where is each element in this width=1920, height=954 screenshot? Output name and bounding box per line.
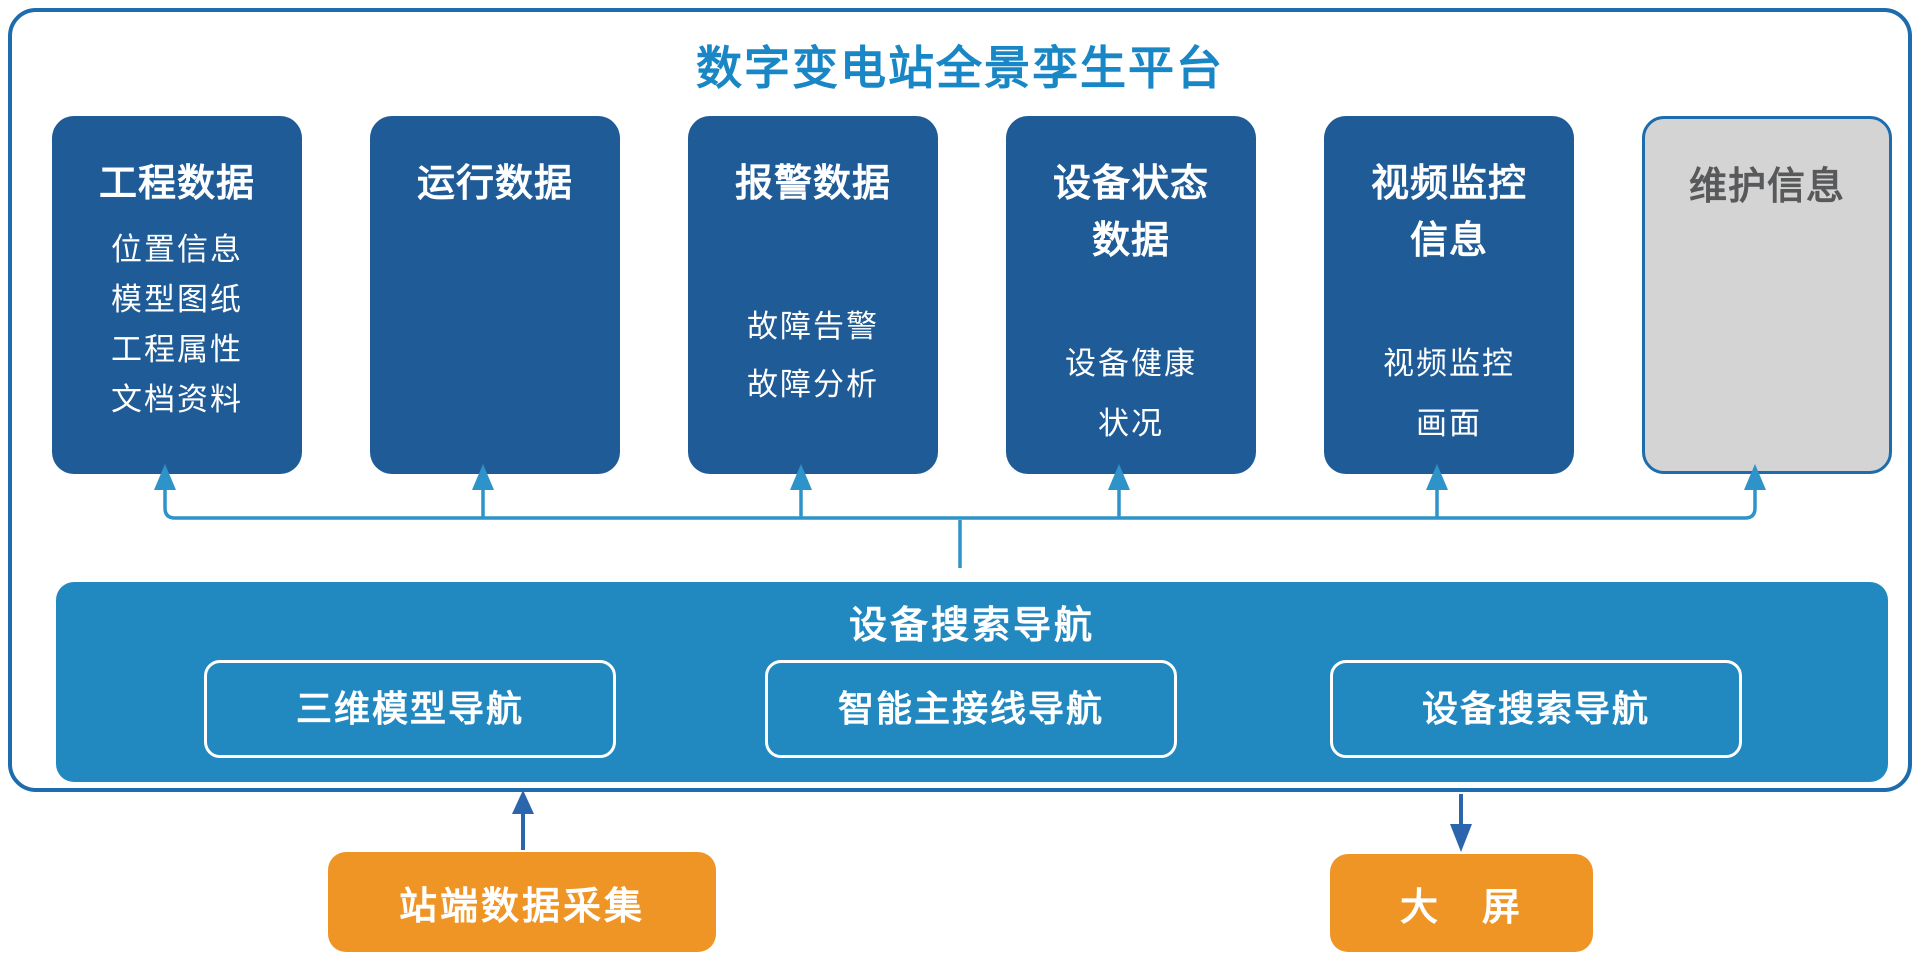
card-items: 位置信息 模型图纸 工程属性 文档资料 xyxy=(111,232,243,417)
platform-title: 数字变电站全景孪生平台 xyxy=(696,42,1224,94)
card-title: 设备状态 数据 xyxy=(1052,163,1209,262)
node-station-data-collection: 站端数据采集 xyxy=(328,852,716,952)
card-title: 运行数据 xyxy=(416,163,573,205)
nav-button-main-wiring: 智能主接线导航 xyxy=(765,660,1177,758)
node-big-screen: 大 屏 xyxy=(1330,854,1593,952)
nav-button-device-search: 设备搜索导航 xyxy=(1330,660,1742,758)
card-device-status-data: 设备状态 数据 设备健康 状况 xyxy=(1006,116,1256,474)
card-video-monitor-info: 视频监控 信息 视频监控 画面 xyxy=(1324,116,1574,474)
up-arrow xyxy=(512,790,534,850)
card-maintenance-info: 维护信息 xyxy=(1642,116,1892,474)
card-operation-data: 运行数据 xyxy=(370,116,620,474)
card-engineering-data: 工程数据 位置信息 模型图纸 工程属性 文档资料 xyxy=(52,116,302,474)
card-title: 报警数据 xyxy=(734,163,891,205)
down-arrow xyxy=(1450,794,1472,852)
card-title: 工程数据 xyxy=(98,163,255,205)
card-items: 设备健康 状况 xyxy=(1065,346,1197,441)
card-title: 维护信息 xyxy=(1688,166,1845,208)
card-items: 故障告警 故障分析 xyxy=(747,309,879,402)
card-alarm-data: 报警数据 故障告警 故障分析 xyxy=(688,116,938,474)
card-items: 视频监控 画面 xyxy=(1383,346,1515,441)
nav-button-3d-model: 三维模型导航 xyxy=(204,660,616,758)
device-search-nav-bar: 设备搜索导航 三维模型导航 智能主接线导航 设备搜索导航 xyxy=(56,582,1888,782)
nav-bar-title: 设备搜索导航 xyxy=(848,605,1095,647)
platform-container: 数字变电站全景孪生平台 工程数据 位置信息 模型图纸 工程属性 文档资料 运行数… xyxy=(8,8,1912,792)
card-title: 视频监控 信息 xyxy=(1370,163,1527,262)
